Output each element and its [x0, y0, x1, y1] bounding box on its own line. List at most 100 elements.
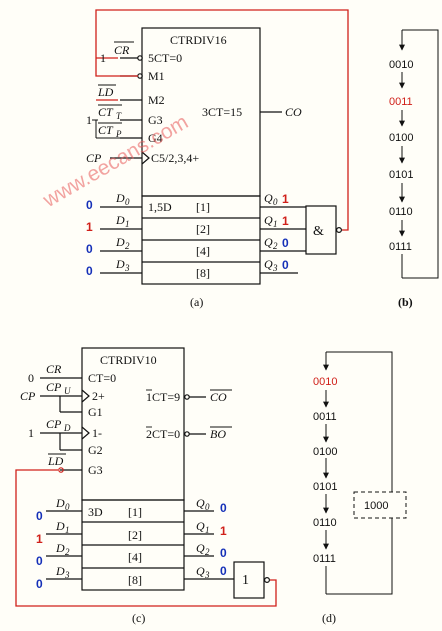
d3-value-a: 0	[86, 264, 93, 278]
svg-text:D: D	[115, 191, 125, 205]
svg-text:1: 1	[86, 113, 92, 127]
skipped-state: 1000	[364, 500, 388, 512]
cp-label-c: CP	[20, 389, 36, 403]
d0-value-a: 0	[86, 198, 93, 212]
svg-text:D: D	[115, 235, 125, 249]
d1-value-a: 1	[86, 220, 93, 234]
svg-text:M1: M1	[148, 69, 165, 83]
svg-text:C5/2,3,4+: C5/2,3,4+	[151, 151, 199, 165]
svg-text:D: D	[55, 519, 65, 533]
svg-text:2CT=0: 2CT=0	[146, 427, 180, 441]
ld-label-a: LD	[97, 85, 114, 99]
svg-text:3: 3	[204, 570, 210, 580]
svg-text:1: 1	[125, 219, 130, 229]
state-d-4: 0110	[313, 517, 337, 529]
svg-text:[1]: [1]	[196, 200, 210, 214]
svg-text:D: D	[55, 564, 65, 578]
svg-text:D: D	[115, 257, 125, 271]
svg-text:Q: Q	[196, 496, 205, 510]
svg-text:2: 2	[273, 241, 278, 251]
svg-text:U: U	[64, 386, 71, 396]
feedback-wire-c	[15, 469, 277, 607]
svg-text:CT: CT	[98, 105, 114, 119]
svg-text:3: 3	[272, 263, 278, 273]
diagram-c	[40, 347, 271, 599]
svg-text:T: T	[116, 111, 122, 121]
state-b-3: 0101	[389, 169, 413, 181]
d3-value-c: 0	[36, 577, 43, 591]
svg-text:2: 2	[205, 547, 210, 557]
ctrdiv16-title: CTRDIV16	[170, 33, 227, 47]
cr-label-a: CR	[114, 43, 130, 57]
state-b-0: 0010	[389, 59, 413, 71]
state-d-3: 0101	[313, 481, 337, 493]
skipped-state-box	[353, 491, 407, 519]
svg-text:G3: G3	[88, 463, 103, 477]
d1-value-c: 1	[36, 532, 43, 546]
svg-text:Q: Q	[196, 564, 205, 578]
svg-text:3: 3	[124, 263, 130, 273]
sequence-b-text: 0010 0011 0100 0101 0110 0111 (b)	[389, 59, 413, 309]
svg-text:3: 3	[64, 570, 70, 580]
sequence-b	[399, 29, 439, 279]
svg-text:1: 1	[273, 219, 278, 229]
svg-text:[4]: [4]	[128, 550, 142, 564]
state-b-1: 0011	[389, 96, 413, 108]
state-b-2: 0100	[389, 132, 413, 144]
svg-text:[8]: [8]	[128, 573, 142, 587]
svg-text:[4]: [4]	[196, 244, 210, 258]
svg-text:CP: CP	[46, 417, 62, 431]
sequence-d	[323, 351, 407, 595]
svg-text:M2: M2	[148, 93, 165, 107]
bo-label-c: BO	[210, 427, 226, 441]
svg-text:P: P	[115, 129, 122, 139]
q0-value-a: 1	[282, 192, 289, 206]
state-d-0: 0010	[313, 376, 337, 388]
svg-text:1: 1	[65, 525, 70, 535]
d0-value-c: 0	[36, 509, 43, 523]
co-label-c: CO	[210, 390, 227, 404]
svg-text:G4: G4	[148, 131, 163, 145]
caption-c: (c)	[132, 611, 145, 625]
caption-a: (a)	[190, 295, 203, 309]
caption-d: (d)	[322, 611, 336, 625]
diagram-c-text: CTRDIV10 CT=0 2+ G1 1- G2 G3 1CT=9 2CT=0…	[20, 353, 249, 625]
svg-text:0: 0	[65, 502, 70, 512]
svg-text:Q: Q	[264, 235, 273, 249]
svg-text:G3: G3	[148, 113, 163, 127]
ctrdiv10-title: CTRDIV10	[100, 353, 157, 367]
svg-text:CP: CP	[46, 380, 62, 394]
d2-value-a: 0	[86, 242, 93, 256]
state-b-5: 0111	[389, 241, 412, 253]
svg-text:0: 0	[28, 371, 34, 385]
svg-text:CT=0: CT=0	[88, 371, 116, 385]
svg-text:Q: Q	[264, 257, 273, 271]
state-d-2: 0100	[313, 446, 337, 458]
svg-text:[2]: [2]	[128, 528, 142, 542]
svg-text:[1]: [1]	[128, 505, 142, 519]
q1-value-a: 1	[282, 214, 289, 228]
cr-label-c: CR	[46, 362, 62, 376]
svg-text:1: 1	[28, 426, 34, 440]
state-d-5: 0111	[313, 553, 336, 565]
q3-value-a: 0	[282, 258, 289, 272]
d2-value-c: 0	[36, 554, 43, 568]
svg-text:[2]: [2]	[196, 222, 210, 236]
caption-b: (b)	[398, 295, 413, 309]
svg-text:5CT=0: 5CT=0	[148, 51, 182, 65]
svg-text:G1: G1	[88, 405, 103, 419]
svg-text:3D: 3D	[88, 505, 103, 519]
diagram-a	[100, 27, 343, 285]
svg-text:0: 0	[205, 502, 210, 512]
and-gate-symbol: &	[313, 224, 324, 239]
svg-text:0: 0	[125, 197, 130, 207]
q2-value-c: 0	[220, 546, 227, 560]
svg-text:D: D	[115, 213, 125, 227]
svg-text:2: 2	[65, 547, 70, 557]
q0-value-c: 0	[220, 501, 227, 515]
svg-text:Q: Q	[196, 519, 205, 533]
diagram-a-text: CTRDIV16 5CT=0 M1 M2 G3 G4 C5/2,3,4+ 3 CT…	[86, 33, 324, 309]
svg-text:D: D	[55, 541, 65, 555]
svg-text:1-: 1-	[92, 426, 102, 440]
